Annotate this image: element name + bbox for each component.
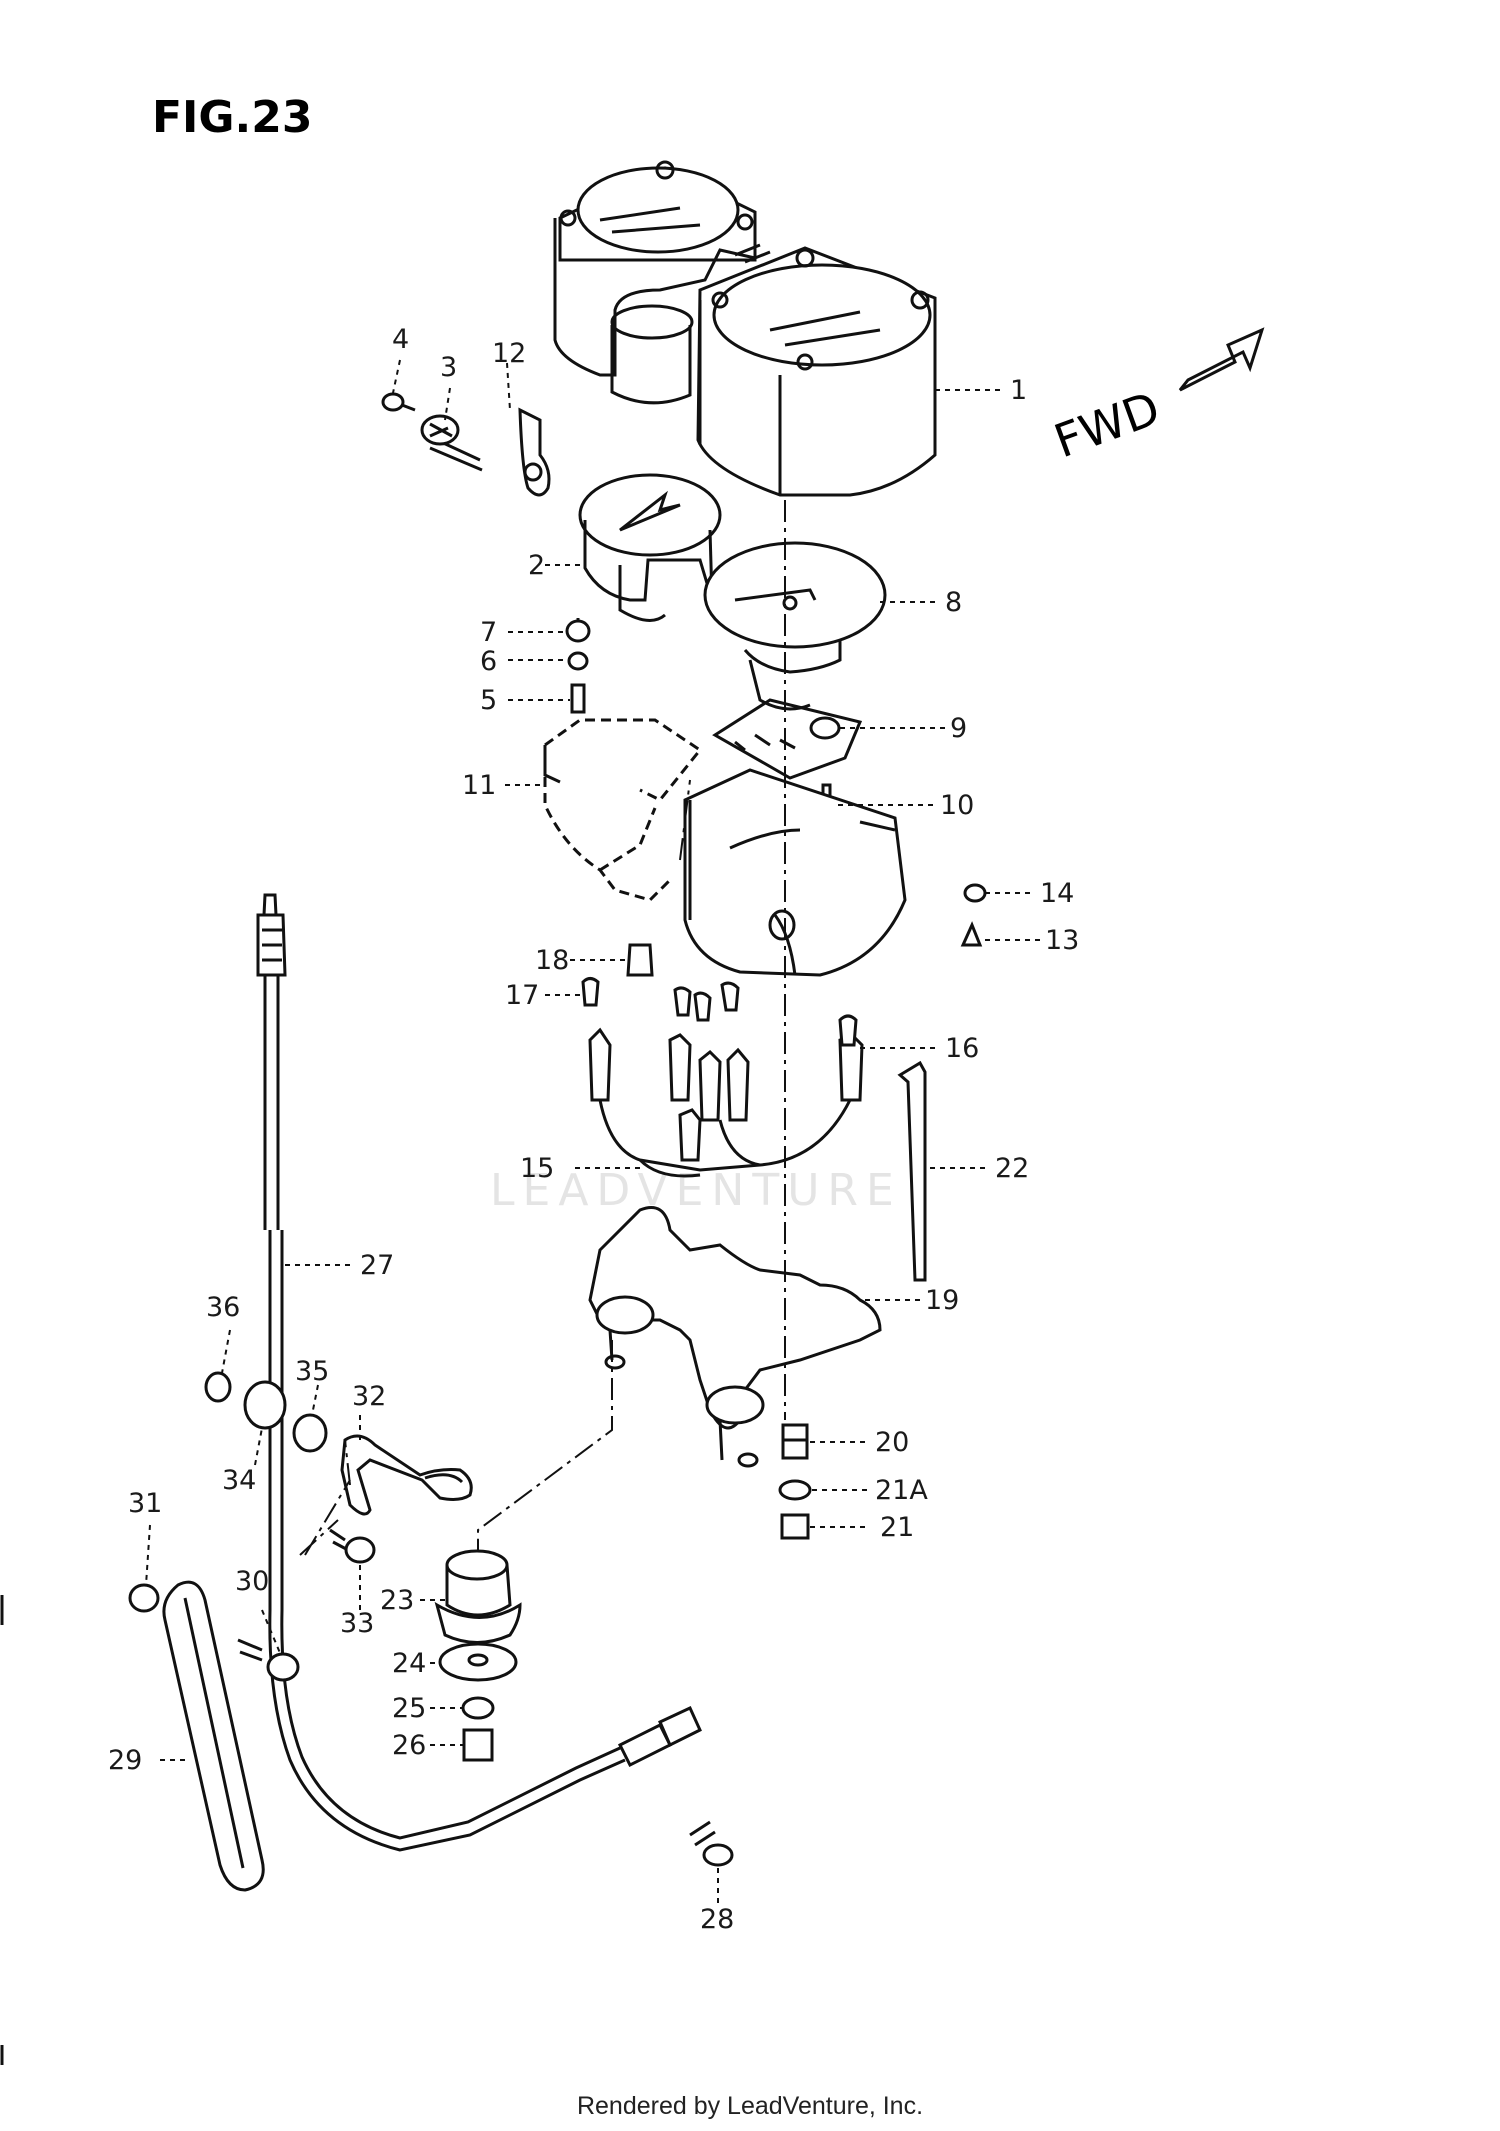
callout-21: 21 bbox=[880, 1512, 914, 1543]
part-grommet-7 bbox=[565, 618, 591, 643]
callout-14: 14 bbox=[1040, 878, 1074, 909]
part-cushion-23 bbox=[434, 1549, 522, 1644]
part-nut-26 bbox=[462, 1728, 494, 1762]
part-meter-case bbox=[553, 160, 937, 497]
part-bolt-30 bbox=[237, 1638, 300, 1682]
callout-33: 33 bbox=[340, 1608, 374, 1639]
callout-26: 26 bbox=[392, 1730, 426, 1761]
part-washer-14 bbox=[963, 883, 987, 903]
callout-5: 5 bbox=[480, 685, 497, 716]
part-bulb-17 bbox=[581, 977, 600, 1007]
callout-17: 17 bbox=[505, 980, 539, 1011]
callout-31: 31 bbox=[128, 1488, 162, 1519]
callout-29: 29 bbox=[108, 1745, 142, 1776]
callout-8: 8 bbox=[945, 587, 962, 618]
callout-28: 28 bbox=[700, 1904, 734, 1935]
part-nut-13 bbox=[960, 921, 983, 947]
part-cable-clamp bbox=[162, 1580, 265, 1892]
part-grommet-35 bbox=[292, 1413, 328, 1453]
part-speedometer bbox=[578, 473, 722, 622]
callout-15: 15 bbox=[520, 1153, 554, 1184]
callout-36: 36 bbox=[206, 1292, 240, 1323]
figure-title: FIG.23 bbox=[152, 92, 313, 143]
leader-lines bbox=[145, 359, 1040, 1905]
callout-10: 10 bbox=[940, 790, 974, 821]
part-wiring-harness bbox=[588, 981, 864, 1178]
part-cable-tie bbox=[897, 1060, 927, 1282]
callout-11: 11 bbox=[462, 770, 496, 801]
part-drive-gear bbox=[420, 414, 483, 472]
part-screw-5 bbox=[570, 683, 586, 714]
watermark-text: LEADVENTURE bbox=[490, 1165, 902, 1216]
callout-21a: 21A bbox=[875, 1475, 928, 1506]
part-bracket-12 bbox=[518, 407, 551, 497]
part-circuit-board bbox=[712, 698, 863, 780]
footer-credit: Rendered by LeadVenture, Inc. bbox=[576, 2092, 924, 2120]
part-nut-21 bbox=[780, 1513, 810, 1540]
part-cable-guide bbox=[340, 1434, 473, 1516]
part-nut-18 bbox=[626, 943, 654, 977]
part-nut-31 bbox=[128, 1583, 160, 1613]
part-bulb-16 bbox=[838, 1014, 858, 1047]
part-screw-4 bbox=[381, 392, 416, 412]
part-screw-28 bbox=[689, 1820, 734, 1867]
callout-24: 24 bbox=[392, 1648, 426, 1679]
part-washer-21a bbox=[778, 1479, 812, 1501]
part-nut-36 bbox=[204, 1371, 232, 1403]
part-meter-bracket bbox=[588, 1206, 882, 1468]
callout-12: 12 bbox=[492, 338, 526, 369]
part-lower-case bbox=[543, 718, 907, 977]
part-grommet-34 bbox=[243, 1380, 287, 1430]
part-washer-24 bbox=[438, 1642, 518, 1682]
part-washer-6 bbox=[567, 651, 589, 671]
part-collar-25 bbox=[461, 1696, 495, 1720]
callout-34: 34 bbox=[222, 1465, 256, 1496]
callout-35: 35 bbox=[295, 1356, 329, 1387]
callout-20: 20 bbox=[875, 1427, 909, 1458]
callout-18: 18 bbox=[535, 945, 569, 976]
fwd-arrow-icon bbox=[1178, 327, 1265, 392]
callout-1: 1 bbox=[1010, 375, 1027, 406]
assembly-centerlines bbox=[299, 500, 786, 1556]
callout-13: 13 bbox=[1045, 925, 1079, 956]
callout-3: 3 bbox=[440, 352, 457, 383]
part-speedometer-cable bbox=[256, 893, 702, 1852]
part-tachometer bbox=[703, 541, 887, 711]
callout-16: 16 bbox=[945, 1033, 979, 1064]
callout-19: 19 bbox=[925, 1285, 959, 1316]
fwd-indicator: FWD bbox=[1047, 327, 1265, 468]
callout-30: 30 bbox=[235, 1566, 269, 1597]
part-bolt-33 bbox=[329, 1528, 376, 1564]
callout-23: 23 bbox=[380, 1585, 414, 1616]
fwd-label: FWD bbox=[1047, 381, 1166, 468]
callout-22: 22 bbox=[995, 1153, 1029, 1184]
callout-7: 7 bbox=[480, 617, 497, 648]
callout-27: 27 bbox=[360, 1250, 394, 1281]
callout-4: 4 bbox=[392, 324, 409, 355]
callout-32: 32 bbox=[352, 1381, 386, 1412]
callout-labels: 1 2 3 4 5 6 7 8 9 10 11 12 13 14 15 16 1… bbox=[108, 324, 1079, 1935]
part-spacer-20 bbox=[781, 1423, 809, 1460]
callout-2: 2 bbox=[528, 550, 545, 581]
callout-6: 6 bbox=[480, 646, 497, 677]
callout-25: 25 bbox=[392, 1693, 426, 1724]
callout-9: 9 bbox=[950, 713, 967, 744]
